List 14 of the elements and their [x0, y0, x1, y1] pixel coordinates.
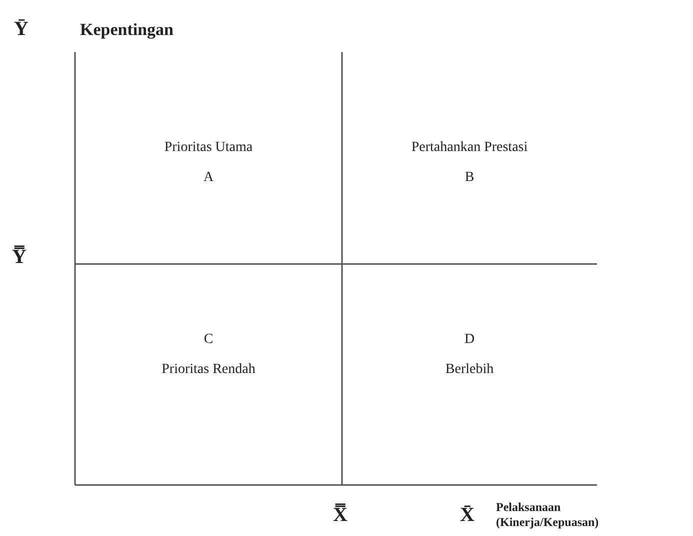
x-grand-mean-symbol: X̿	[333, 504, 348, 527]
x-axis-title: Pelaksanaan (Kinerja/Kepuasan)	[496, 500, 600, 530]
quadrant-letter: B	[464, 170, 474, 186]
y-mean-symbol: Ȳ	[14, 18, 28, 41]
quadrant-letter: C	[204, 332, 214, 348]
quadrant-label: Prioritas Rendah	[162, 362, 256, 378]
y-axis-title: Kepentingan	[80, 20, 174, 40]
quadrant-label: Pertahankan Prestasi	[411, 140, 528, 156]
y-grand-mean-symbol: Y̿	[12, 246, 26, 269]
quadrant-label: Prioritas Utama	[164, 140, 253, 156]
x-mean-symbol: X̄	[460, 504, 474, 527]
quadrant-letter: A	[203, 170, 214, 186]
quadrant-letter: D	[464, 332, 475, 348]
quadrant-label: Berlebih	[445, 362, 494, 378]
